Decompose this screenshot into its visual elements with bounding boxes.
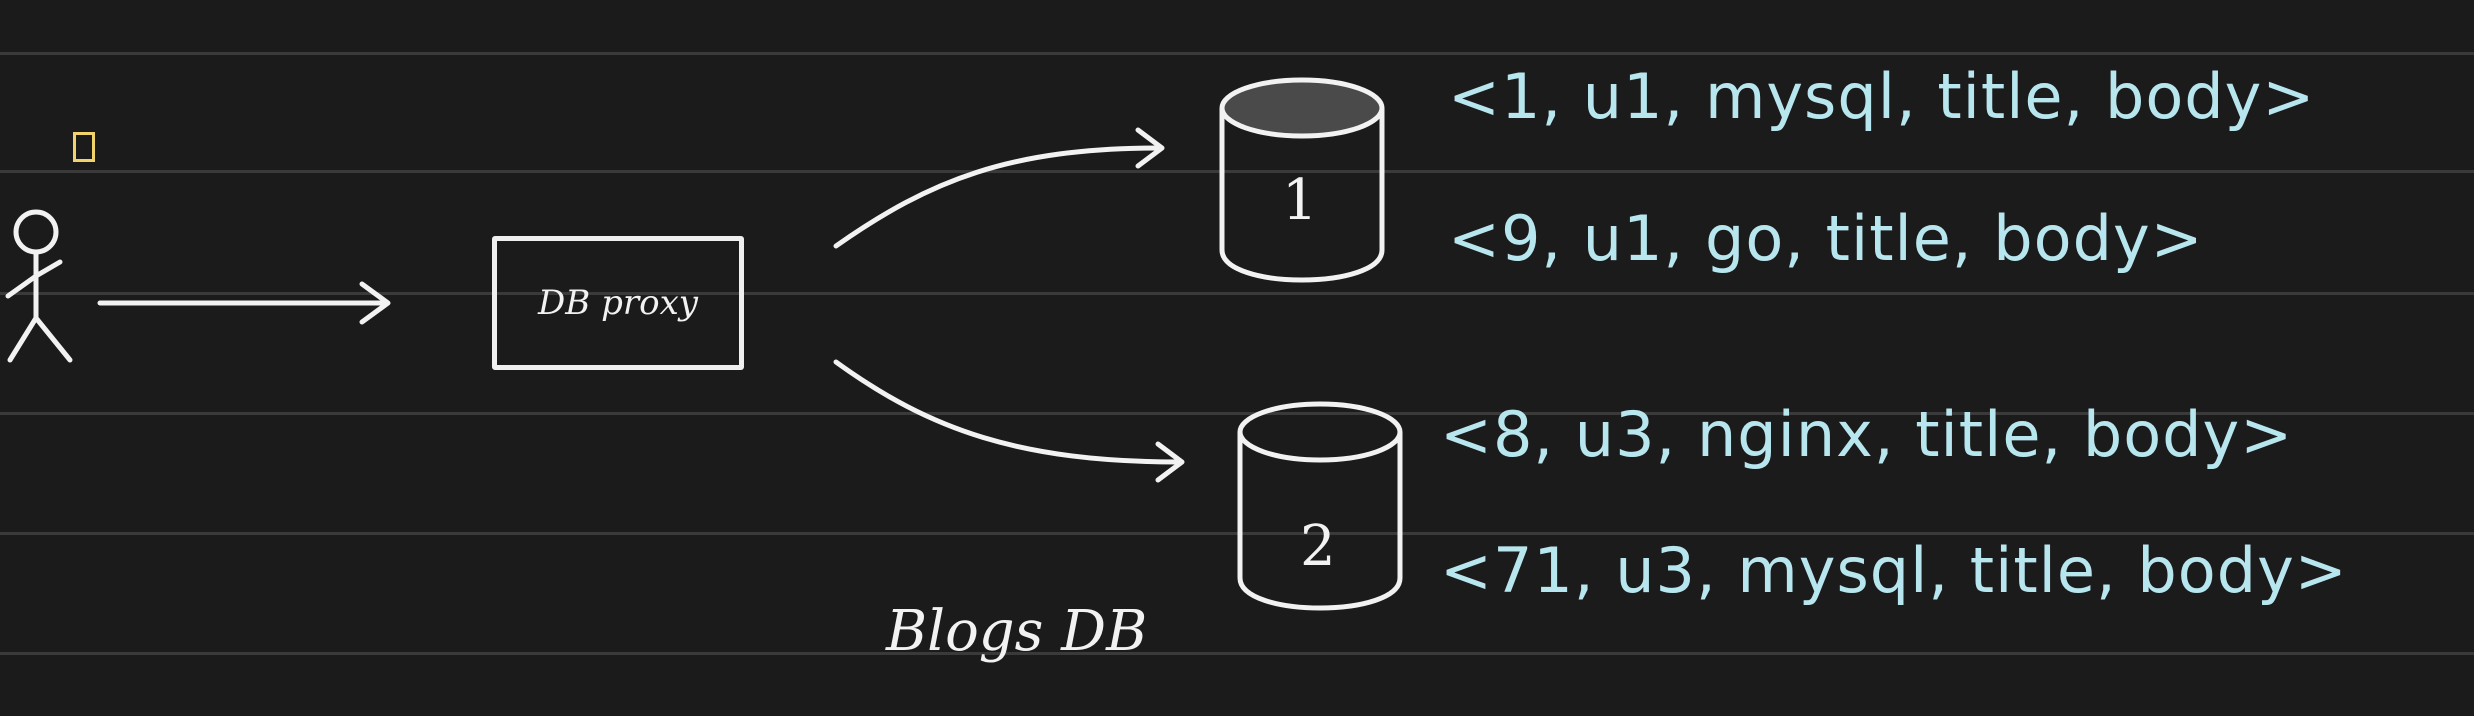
blogs-db-caption: Blogs DB <box>886 599 1148 664</box>
shard-2-row-1: <8, u3, nginx, title, body> <box>1440 398 2294 471</box>
shard-1-label: 1 <box>1282 168 1318 233</box>
stick-figure-icon <box>5 209 73 363</box>
db-proxy-label: DB proxy <box>538 283 698 323</box>
ruled-line <box>0 292 2474 295</box>
user-to-proxy-arrow-icon <box>97 281 391 325</box>
cursor-marker-icon <box>73 132 95 162</box>
proxy-to-shard-1-arrow-icon <box>833 127 1165 249</box>
ruled-line <box>0 52 2474 55</box>
ruled-line <box>0 652 2474 655</box>
database-1-cylinder-icon <box>1219 77 1385 283</box>
shard-2-label: 2 <box>1300 514 1336 579</box>
db-proxy-box: DB proxy <box>492 236 744 370</box>
ruled-line <box>0 412 2474 415</box>
database-2-cylinder-icon <box>1237 401 1403 611</box>
ruled-line <box>0 532 2474 535</box>
proxy-to-shard-2-arrow-icon <box>833 359 1185 483</box>
ruled-line <box>0 170 2474 173</box>
shard-1-row-2: <9, u1, go, title, body> <box>1448 202 2204 275</box>
shard-1-row-1: <1, u1, mysql, title, body> <box>1448 60 2316 133</box>
shard-2-row-2: <71, u3, mysql, title, body> <box>1440 534 2348 607</box>
